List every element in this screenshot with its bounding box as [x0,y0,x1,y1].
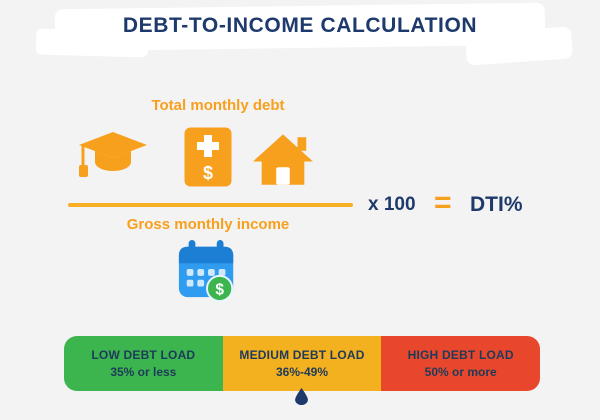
segment-range: 36%-49% [275,365,329,379]
bill-dollar-glyph: $ [203,163,213,183]
segment-range: 35% or less [110,365,177,379]
segment-title: LOW DEBT LOAD [91,348,196,362]
dollar-badge [206,274,234,303]
medical-bill-icon: $ [183,126,233,188]
house-icon [252,132,314,187]
debt-load-scale: LOW DEBT LOAD 35% or less MEDIUM DEBT LO… [64,336,540,391]
calendar-icon: $ [176,238,240,304]
segment-range: 50% or more [424,365,497,379]
calendar-dollar-glyph: $ [215,281,224,298]
droplet-marker-icon [295,388,308,405]
page-title: DEBT-TO-INCOME CALCULATION [122,14,478,37]
segment-title: HIGH DEBT LOAD [407,348,514,362]
result-text: DTI% [470,193,523,216]
scale-segment-low: LOW DEBT LOAD 35% or less [64,336,223,391]
numerator-label: Total monthly debt [151,97,285,114]
scale-segment-medium: MEDIUM DEBT LOAD 36%-49% [222,336,382,391]
graduation-cap-icon [76,128,150,186]
equals-sign: = [434,186,452,219]
denominator-label: Gross monthly income [126,216,290,233]
scale-segment-high: HIGH DEBT LOAD 50% or more [381,336,540,391]
segment-title: MEDIUM DEBT LOAD [239,348,365,362]
fraction-bar [68,203,353,207]
multiplier-text: x 100 [368,194,416,215]
